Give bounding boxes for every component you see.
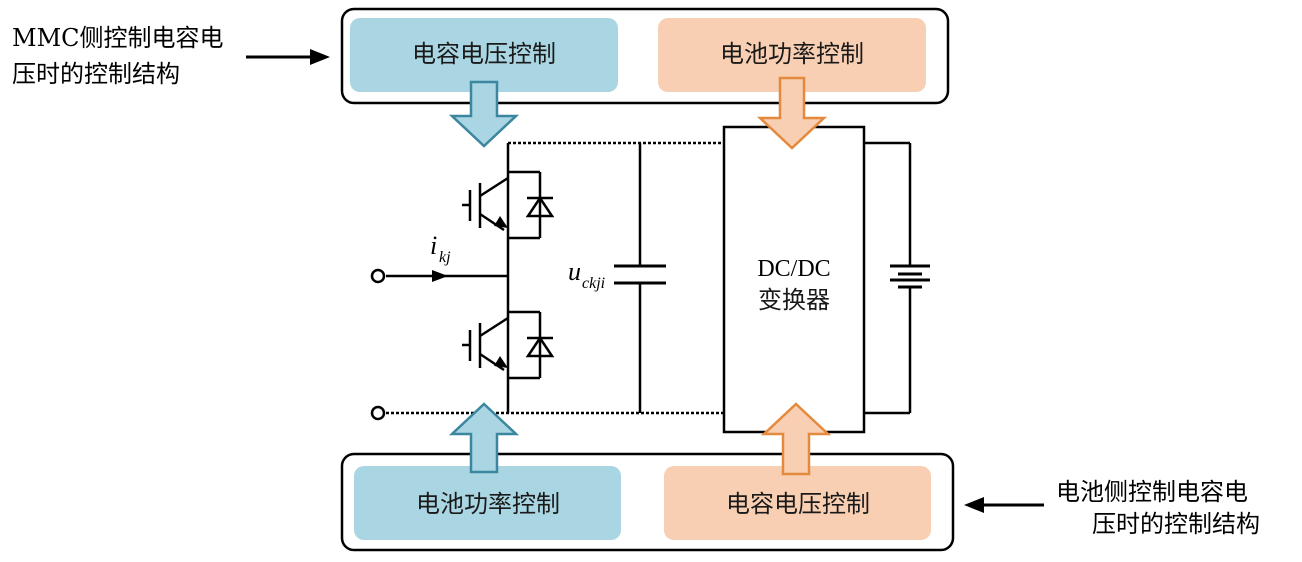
top-right-label: 电池功率控制 bbox=[720, 40, 864, 68]
lower-diode-icon bbox=[525, 335, 555, 358]
blue-down-arrow-icon bbox=[448, 80, 520, 148]
blue-up-arrow-icon bbox=[448, 402, 520, 474]
top-control-panel bbox=[340, 7, 950, 105]
top-left-block bbox=[350, 18, 618, 92]
lower-igbt-icon bbox=[462, 310, 542, 380]
lower-emitter-arrow-icon bbox=[494, 356, 508, 368]
top-caption-arrow-head bbox=[310, 49, 330, 65]
capacitor-icon bbox=[614, 264, 666, 285]
bottom-control-panel bbox=[340, 452, 955, 552]
upper-igbt-icon bbox=[462, 170, 542, 240]
battery-icon bbox=[890, 264, 930, 289]
top-right-block bbox=[658, 18, 926, 92]
orange-down-arrow-icon bbox=[756, 76, 828, 150]
ac-terminal-top bbox=[370, 268, 386, 284]
bottom-left-label: 电池功率控制 bbox=[416, 490, 560, 518]
orange-up-arrow-icon bbox=[760, 402, 832, 476]
bottom-right-block bbox=[664, 466, 931, 540]
converter-label-line1: DC/DC bbox=[757, 256, 830, 282]
current-arrow-icon bbox=[432, 270, 448, 282]
current-symbol: i bbox=[430, 231, 437, 260]
voltage-subscript: ckji bbox=[582, 275, 605, 292]
ac-terminal-bottom bbox=[370, 405, 386, 421]
top-caption-line1: MMC侧控制电容电 bbox=[12, 24, 224, 52]
top-left-label: 电容电压控制 bbox=[412, 40, 556, 68]
upper-emitter-arrow-icon bbox=[494, 216, 508, 228]
current-subscript: kj bbox=[439, 249, 451, 266]
bottom-caption-line1: 电池侧控制电容电 bbox=[1056, 478, 1248, 506]
converter-label-line2: 变换器 bbox=[758, 286, 830, 314]
voltage-symbol: u bbox=[568, 257, 581, 286]
top-caption-line2: 压时的控制结构 bbox=[12, 60, 180, 88]
bottom-caption-arrow-head bbox=[964, 497, 984, 513]
bottom-caption-line2: 压时的控制结构 bbox=[1092, 510, 1260, 538]
bottom-right-label: 电容电压控制 bbox=[726, 490, 870, 518]
bottom-left-block bbox=[354, 466, 621, 540]
upper-diode-icon bbox=[525, 195, 555, 218]
